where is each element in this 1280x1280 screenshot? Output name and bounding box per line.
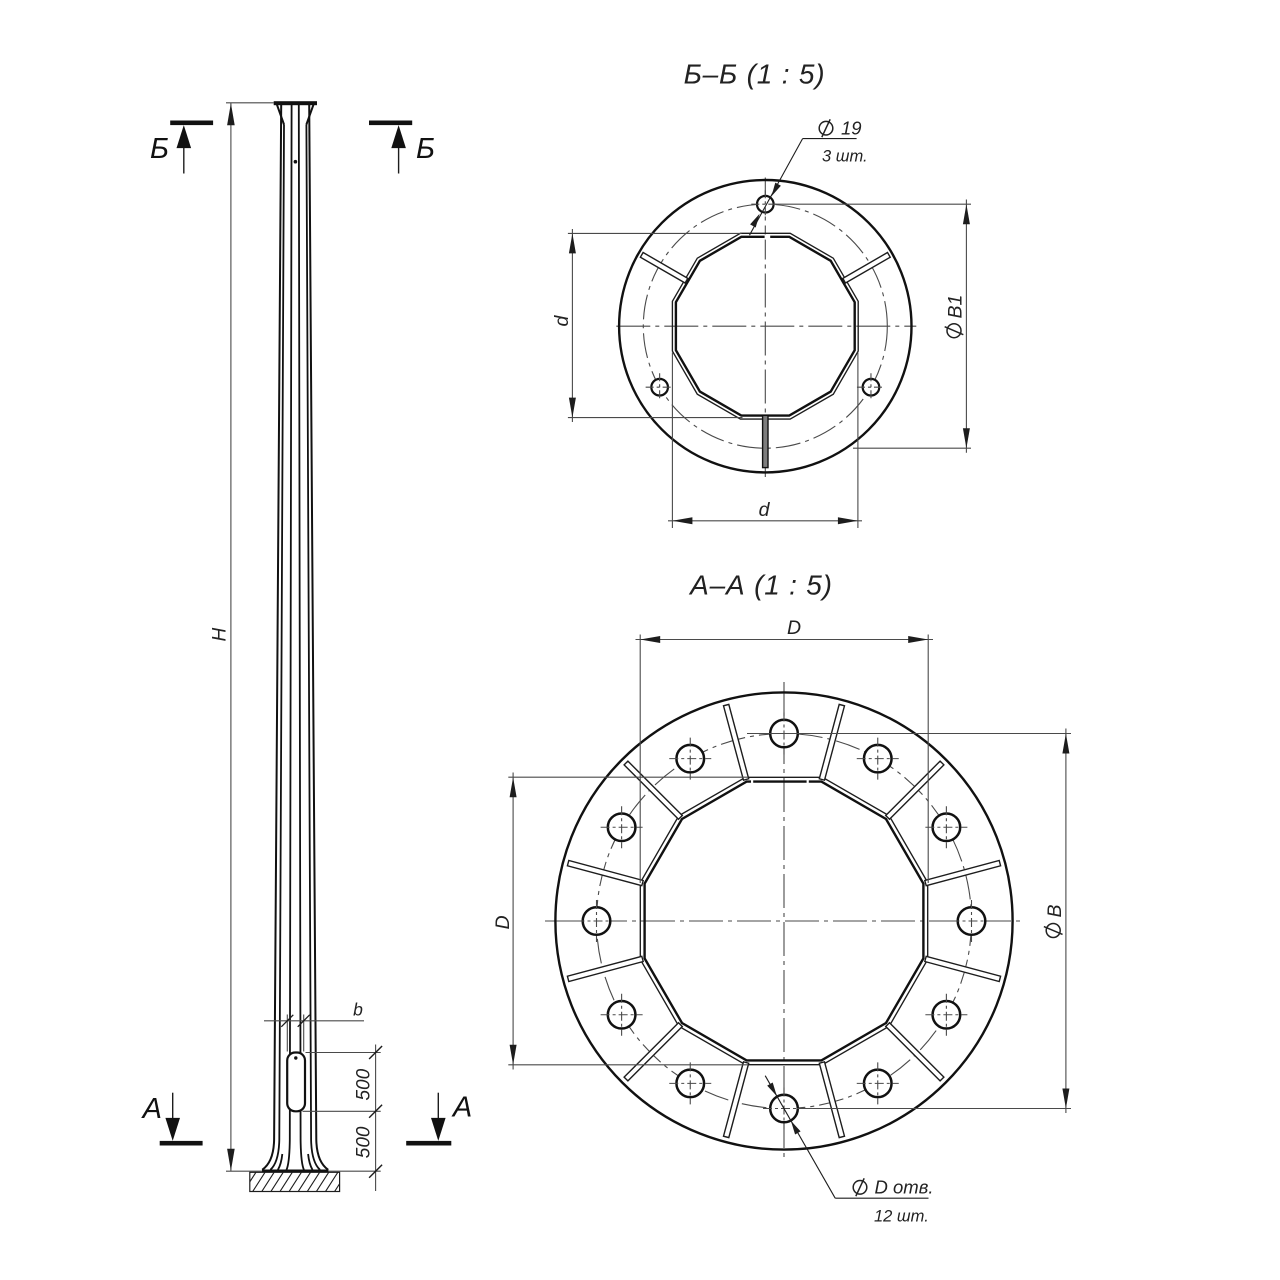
svg-text:B: B	[1044, 904, 1066, 917]
svg-text:D: D	[787, 617, 801, 639]
svg-text:B1: B1	[945, 295, 967, 319]
svg-text:12 шт.: 12 шт.	[874, 1208, 929, 1226]
svg-text:d: d	[759, 499, 771, 521]
svg-text:D отв.: D отв.	[875, 1177, 934, 1198]
svg-text:А: А	[141, 1093, 162, 1125]
svg-text:H: H	[209, 628, 230, 642]
svg-text:500: 500	[354, 1126, 375, 1158]
svg-text:Б: Б	[150, 133, 169, 165]
svg-text:500: 500	[354, 1068, 375, 1100]
svg-text:Б: Б	[416, 133, 435, 165]
svg-text:b: b	[353, 1000, 363, 1020]
svg-text:А: А	[451, 1092, 472, 1124]
svg-text:19: 19	[841, 118, 862, 139]
svg-text:D: D	[492, 915, 514, 929]
svg-text:d: d	[551, 315, 573, 327]
svg-text:3 шт.: 3 шт.	[822, 148, 868, 166]
svg-text:А–А (1 : 5): А–А (1 : 5)	[688, 570, 833, 601]
svg-text:Б–Б (1 : 5): Б–Б (1 : 5)	[684, 59, 826, 90]
